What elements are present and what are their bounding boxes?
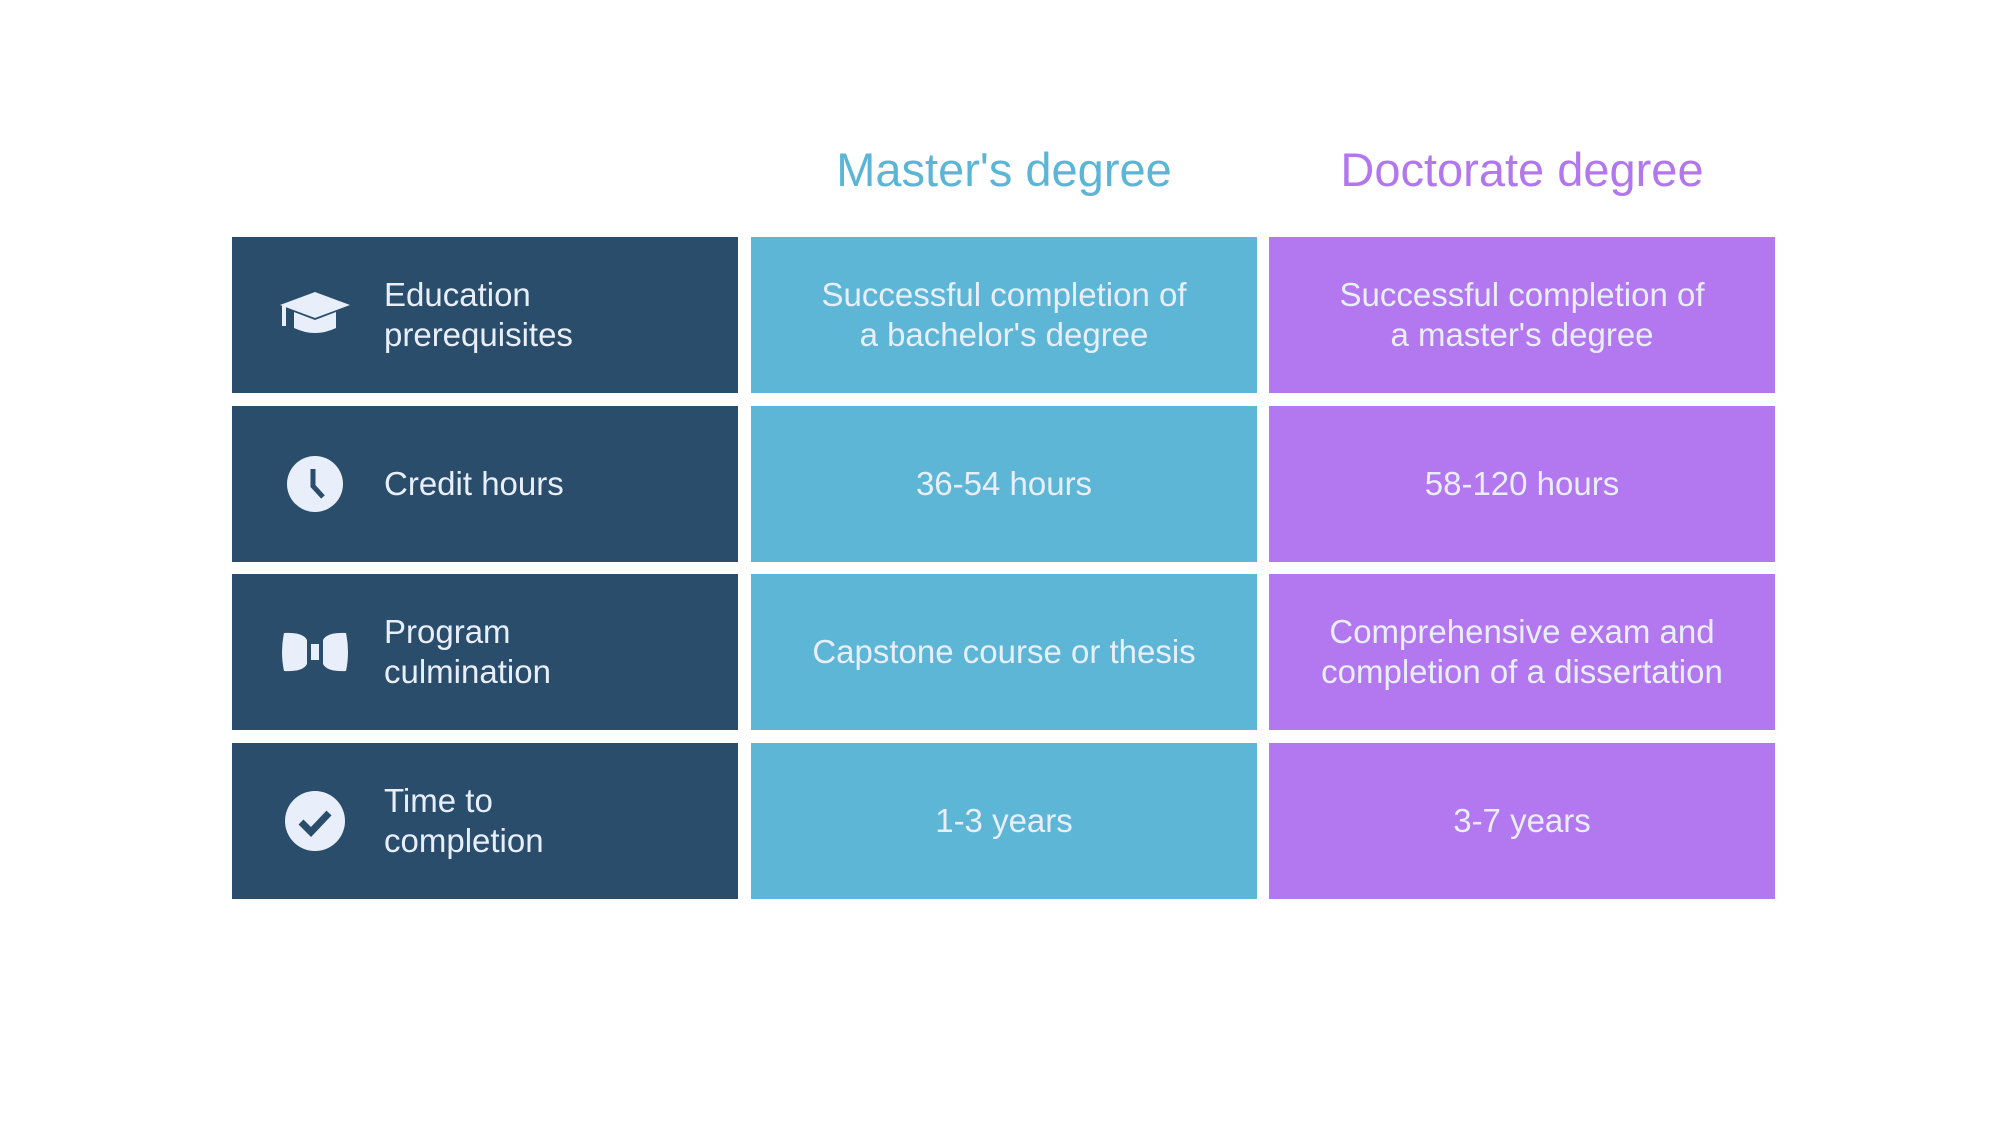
row-label-time-to-completion: Time to completion: [232, 743, 738, 899]
row-label-program-culmination: Program culmination: [232, 574, 738, 730]
check-circle-icon: [278, 784, 352, 858]
row-label: Credit hours: [384, 465, 564, 502]
masters-education-prerequisites: Successful completion of a bachelor's de…: [751, 237, 1257, 393]
doctorate-credit-hours: 58-120 hours: [1269, 406, 1775, 562]
doctorate-education-prerequisites: Successful completion of a master's degr…: [1269, 237, 1775, 393]
doctorate-program-culmination: Comprehensive exam and completion of a d…: [1269, 574, 1775, 730]
clock-icon: [278, 447, 352, 521]
masters-program-culmination: Capstone course or thesis: [751, 574, 1257, 730]
masters-time-to-completion: 1-3 years: [751, 743, 1257, 899]
bow-tie-icon: [278, 615, 352, 689]
row-label-credit-hours: Credit hours: [232, 406, 738, 562]
header-doctorate: Doctorate degree: [1340, 143, 1704, 196]
row-label: Program culmination: [384, 613, 551, 690]
doctorate-time-to-completion: 3-7 years: [1269, 743, 1775, 899]
row-label-education-prerequisites: Education prerequisites: [232, 237, 738, 393]
header-masters: Master's degree: [836, 143, 1172, 196]
row-label: Education prerequisites: [384, 276, 573, 353]
masters-credit-hours: 36-54 hours: [751, 406, 1257, 562]
row-label: Time to completion: [384, 782, 544, 859]
graduation-cap-icon: [278, 278, 352, 352]
